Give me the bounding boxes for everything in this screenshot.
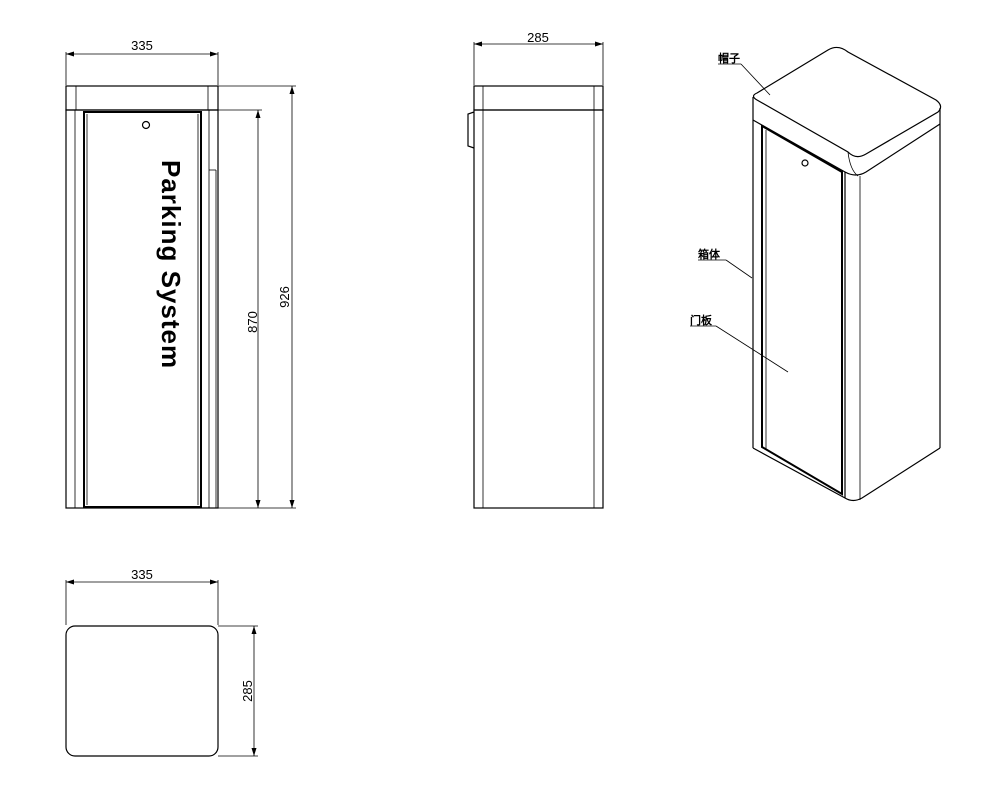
side-width-dim: 285 xyxy=(527,30,549,45)
top-depth-dim: 285 xyxy=(240,680,255,702)
door-text: Parking System xyxy=(156,160,186,369)
front-view: 335 Parking System 870 926 xyxy=(65,38,296,509)
front-inner-height-dim: 870 xyxy=(245,311,260,333)
front-door xyxy=(83,111,202,508)
side-cap xyxy=(473,85,604,111)
front-width-dim: 335 xyxy=(131,38,153,53)
isometric-view: 帽子 箱体 门板 xyxy=(690,46,942,502)
iso-cap-top xyxy=(752,46,942,158)
side-body xyxy=(473,109,604,509)
top-width-dim: 335 xyxy=(131,567,153,582)
lock-icon xyxy=(141,120,151,130)
side-view: 285 xyxy=(467,30,604,509)
front-total-height-dim: 926 xyxy=(277,286,292,308)
top-view: 335 285 xyxy=(65,567,258,757)
iso-door xyxy=(761,124,843,496)
top-outline xyxy=(65,625,219,757)
front-cap xyxy=(65,85,219,111)
label-body: 箱体 xyxy=(698,247,721,261)
front-body xyxy=(65,109,219,509)
label-cap: 帽子 xyxy=(718,51,740,65)
iso-lock-icon xyxy=(801,159,809,167)
label-door: 门板 xyxy=(690,313,713,327)
